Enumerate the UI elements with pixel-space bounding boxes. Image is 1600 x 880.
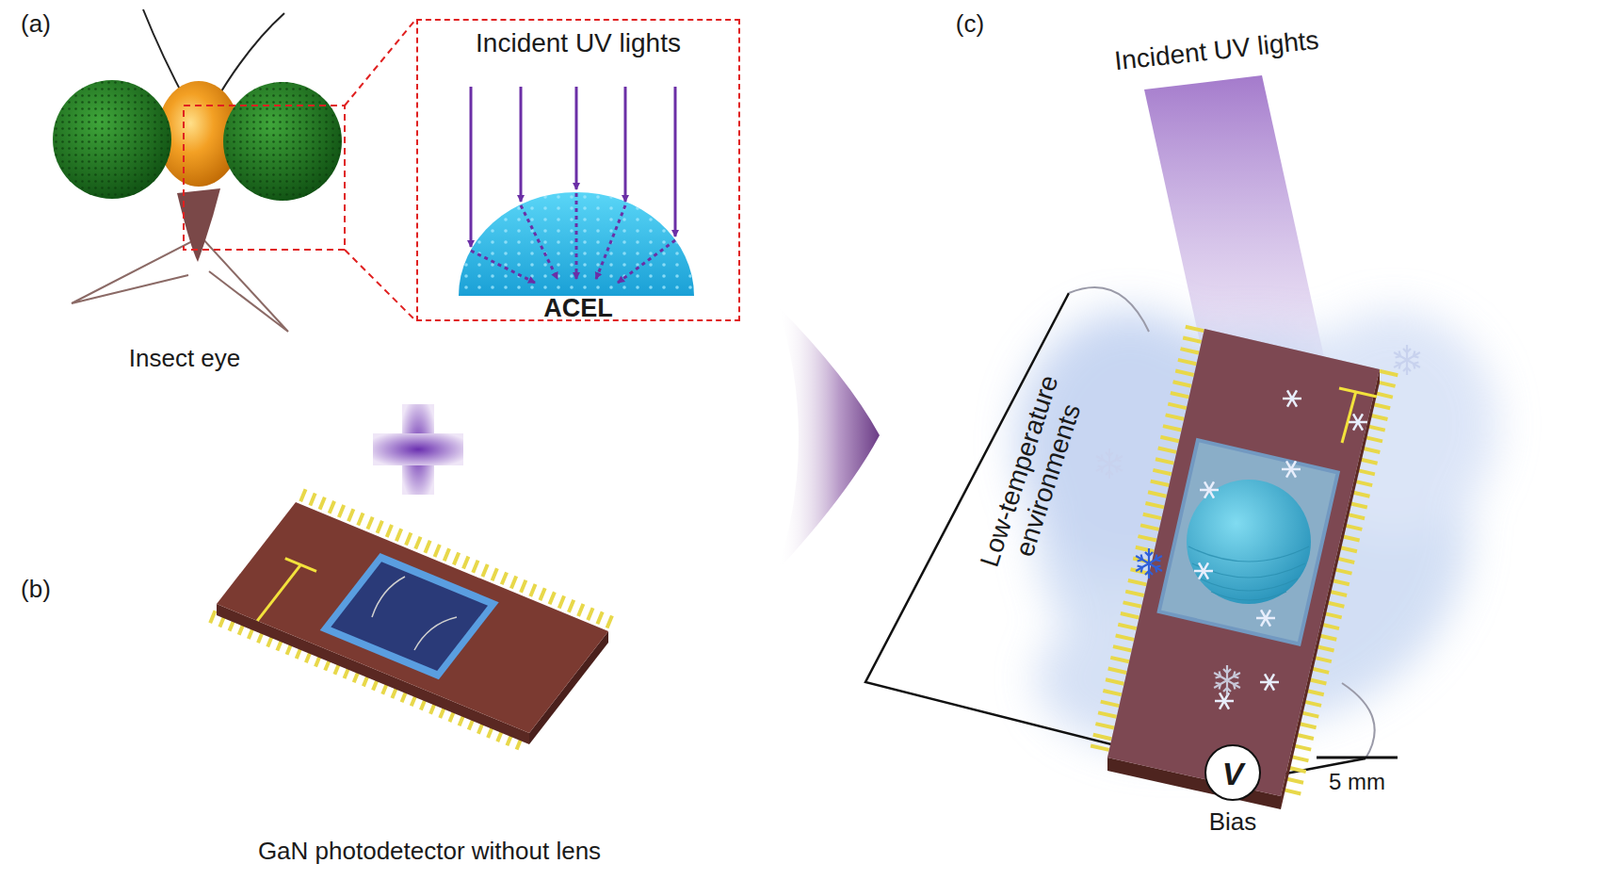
- lens-name: ACEL: [543, 293, 614, 324]
- panel-label: (b): [20, 575, 51, 604]
- scale-label: 5 mm: [1328, 768, 1386, 795]
- scale-bar: [1316, 757, 1398, 759]
- panel-label: (a): [20, 10, 51, 39]
- transition-arrow: [777, 306, 880, 570]
- gan-chip: [210, 494, 615, 745]
- inset-title: Incident UV lights: [475, 28, 681, 59]
- beam-label: Incident UV lights: [1113, 25, 1321, 78]
- voltmeter-symbol: VBias: [1204, 743, 1261, 801]
- bias-label: Bias: [1209, 808, 1258, 837]
- caption-text: Insect eye: [129, 344, 242, 373]
- acel-lens: [458, 86, 695, 296]
- cooled-chip: [1098, 326, 1390, 809]
- panel-label: (c): [955, 10, 985, 39]
- caption-text: GaN photodetector without lens: [258, 837, 601, 866]
- inset-box: Incident UV lightsACEL: [416, 18, 741, 322]
- plus-sign: [372, 404, 464, 495]
- insect-illustration: [52, 9, 417, 332]
- voltmeter-letter: V: [1222, 755, 1245, 792]
- snowflakes: [1096, 344, 1421, 695]
